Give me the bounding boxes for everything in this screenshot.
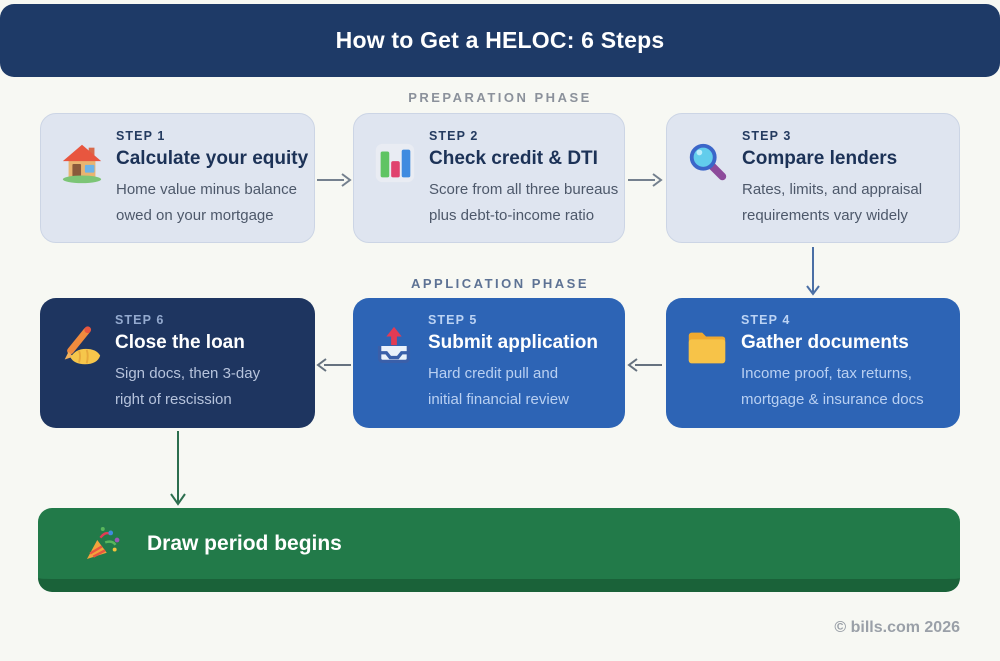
header-banner: How to Get a HELOC: 6 Steps <box>0 4 1000 77</box>
arrow-step4-to-step5 <box>627 358 662 372</box>
step-2-title: Check credit & DTI <box>429 148 598 169</box>
step-4-title: Gather documents <box>741 332 909 353</box>
writing-hand-icon <box>64 326 101 365</box>
step-5-text: STEP 5 Submit application Hard credit pu… <box>428 312 598 413</box>
step-2-text: STEP 2 Check credit & DTI Score from all… <box>429 128 618 229</box>
folder-icon <box>688 332 726 364</box>
arrow-step6-to-draw-period <box>170 431 186 506</box>
step-3-label: STEP 3 <box>742 129 792 143</box>
party-popper-icon <box>86 526 120 559</box>
step-3-text: STEP 3 Compare lenders Rates, limits, an… <box>742 128 922 229</box>
step-2-label: STEP 2 <box>429 129 479 143</box>
step-2-card: STEP 2 Check credit & DTI Score from all… <box>353 113 625 243</box>
step-1-title: Calculate your equity <box>116 148 309 169</box>
step-2-description: Score from all three bureaus plus debt-t… <box>429 181 619 224</box>
step-1-text: STEP 1 Calculate your equity Home value … <box>116 128 308 229</box>
step-5-title: Submit application <box>428 332 598 353</box>
step-1-label: STEP 1 <box>116 129 166 143</box>
bar-chart-icon <box>375 143 415 183</box>
footer-credit: © bills.com 2026 <box>834 619 960 636</box>
step-3-card: STEP 3 Compare lenders Rates, limits, an… <box>666 113 960 243</box>
arrow-step2-to-step3 <box>628 173 663 187</box>
step-6-label: STEP 6 <box>115 313 165 327</box>
step-1-description: Home value minus balance owed on your mo… <box>116 181 297 224</box>
step-3-description: Rates, limits, and appraisal requirement… <box>742 181 923 224</box>
step-5-description: Hard credit pull and initial financial r… <box>428 365 569 408</box>
outbox-icon <box>377 326 411 364</box>
step-5-card: STEP 5 Submit application Hard credit pu… <box>353 298 625 428</box>
step-5-label: STEP 5 <box>428 313 478 327</box>
step-4-text: STEP 4 Gather documents Income proof, ta… <box>741 312 924 413</box>
magnifying-glass-icon <box>689 143 727 181</box>
step-4-card: STEP 4 Gather documents Income proof, ta… <box>666 298 960 428</box>
arrow-step1-to-step2 <box>317 173 352 187</box>
step-3-title: Compare lenders <box>742 148 898 169</box>
preparation-phase-label: PREPARATION PHASE <box>408 90 592 105</box>
step-6-description: Sign docs, then 3-day right of rescissio… <box>115 365 261 408</box>
arrow-step5-to-step6 <box>316 358 351 372</box>
step-4-description: Income proof, tax returns, mortgage & in… <box>741 365 924 408</box>
step-4-label: STEP 4 <box>741 313 791 327</box>
draw-period-banner: Draw period begins <box>38 508 960 592</box>
arrow-step3-to-step4 <box>806 247 820 296</box>
house-icon <box>62 144 102 184</box>
step-6-title: Close the loan <box>115 332 245 353</box>
step-6-text: STEP 6 Close the loan Sign docs, then 3-… <box>115 312 260 413</box>
step-1-card: STEP 1 Calculate your equity Home value … <box>40 113 315 243</box>
draw-period-title: Draw period begins <box>147 531 342 555</box>
step-6-card: STEP 6 Close the loan Sign docs, then 3-… <box>40 298 315 428</box>
application-phase-label: APPLICATION PHASE <box>410 276 590 291</box>
page-title: How to Get a HELOC: 6 Steps <box>335 27 665 53</box>
